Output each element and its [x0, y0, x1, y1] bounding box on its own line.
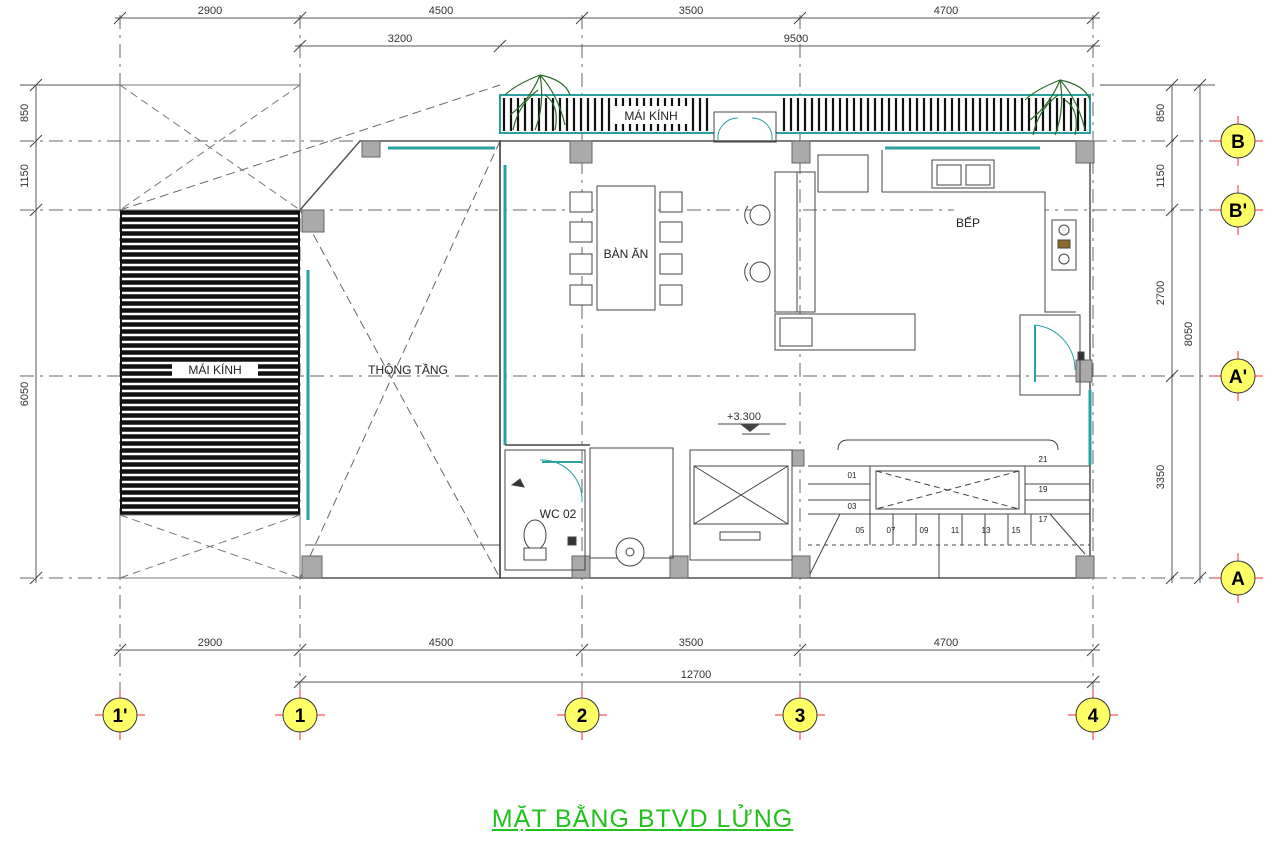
wc-room: WC 02	[504, 449, 586, 571]
axis-bubbles: 1' 1 2 3 4 B B'	[95, 116, 1263, 740]
dim-top-sub-1: 3200	[388, 33, 412, 45]
level-text: +3.300	[727, 411, 761, 423]
svg-text:B: B	[1231, 132, 1245, 153]
dim-bottom-3: 3500	[679, 637, 703, 649]
stair-step-17: 17	[1039, 515, 1048, 524]
svg-text:A': A'	[1229, 367, 1247, 388]
dim-bottom-4: 4700	[934, 637, 958, 649]
void-area: THÔNG TẦNG	[119, 84, 501, 579]
axis-bubble-A: A	[1213, 553, 1263, 603]
stair-step-07: 07	[887, 526, 896, 535]
dim-right-2: 1150	[1155, 164, 1167, 188]
axis-bubble-1: 1	[275, 690, 325, 740]
plant-right-icon	[1024, 79, 1091, 136]
plan-title: MẶT BẰNG BTVD LỬNG	[491, 805, 794, 833]
dim-top-3: 3500	[679, 5, 703, 17]
stair-step-05: 05	[856, 526, 865, 535]
axis-bubble-4: 4	[1068, 690, 1118, 740]
dim-top-4: 4700	[934, 5, 958, 17]
svg-text:2: 2	[577, 706, 588, 727]
dim-top-2: 4500	[429, 5, 453, 17]
utility-room	[589, 447, 793, 567]
svg-text:3: 3	[795, 706, 806, 727]
svg-text:4: 4	[1088, 706, 1099, 727]
svg-text:1: 1	[295, 706, 306, 727]
stair-step-03: 03	[848, 502, 857, 511]
label-glass-roof-left: MÁI KÍNH	[188, 362, 241, 377]
svg-text:A: A	[1231, 569, 1245, 590]
plant-left-icon	[504, 74, 571, 131]
glass-roof-top: MÁI KÍNH	[499, 74, 1091, 143]
dim-bottom-total: 12700	[681, 669, 712, 681]
label-wc: WC 02	[540, 507, 577, 521]
axis-bubble-3: 3	[775, 690, 825, 740]
axis-bubble-Ap: A'	[1213, 351, 1263, 401]
dim-right-3: 2700	[1155, 281, 1167, 305]
svg-text:1': 1'	[112, 706, 127, 727]
dimension-lines	[20, 11, 1215, 689]
stair-step-01: 01	[848, 471, 857, 480]
dimension-texts: 2900 4500 3500 4700 3200 9500 2900 4500 …	[19, 5, 1195, 681]
dim-bottom-2: 4500	[429, 637, 453, 649]
dim-bottom-1: 2900	[198, 637, 222, 649]
glass-roof-left: MÁI KÍNH	[119, 84, 301, 579]
stair-step-09: 09	[920, 526, 929, 535]
kitchen-counter: BẾP	[817, 150, 1077, 313]
axis-bubble-B: B	[1213, 116, 1263, 166]
label-void: THÔNG TẦNG	[368, 362, 448, 377]
axis-bubble-Bp: B'	[1213, 185, 1263, 235]
label-dining: BÀN ĂN	[604, 246, 649, 261]
staircase: 01 03 05 07 09 11 13 15 17 19 21	[808, 439, 1090, 578]
dim-left-1: 850	[19, 104, 31, 122]
dim-top-1: 2900	[198, 5, 222, 17]
stair-step-11: 11	[951, 526, 960, 535]
dining-table: BÀN ĂN	[569, 185, 683, 311]
stair-step-15: 15	[1012, 526, 1021, 535]
dim-right-total: 8050	[1183, 322, 1195, 346]
dim-left-2: 1150	[19, 164, 31, 188]
label-kitchen: BẾP	[956, 215, 980, 230]
svg-text:B': B'	[1229, 201, 1247, 222]
axis-bubble-1p: 1'	[95, 690, 145, 740]
kitchen-island	[744, 171, 916, 351]
level-marker: +3.300	[718, 411, 786, 435]
storage-room	[1019, 314, 1085, 396]
label-glass-roof-top: MÁI KÍNH	[624, 108, 677, 123]
stair-step-13: 13	[982, 526, 991, 535]
stair-step-21: 21	[1039, 455, 1048, 464]
dim-left-3: 6050	[19, 382, 31, 406]
stair-step-19: 19	[1039, 485, 1048, 494]
dim-top-sub-2: 9500	[784, 33, 808, 45]
dim-right-4: 3350	[1155, 465, 1167, 489]
dim-right-1: 850	[1155, 104, 1167, 122]
axis-bubble-2: 2	[557, 690, 607, 740]
